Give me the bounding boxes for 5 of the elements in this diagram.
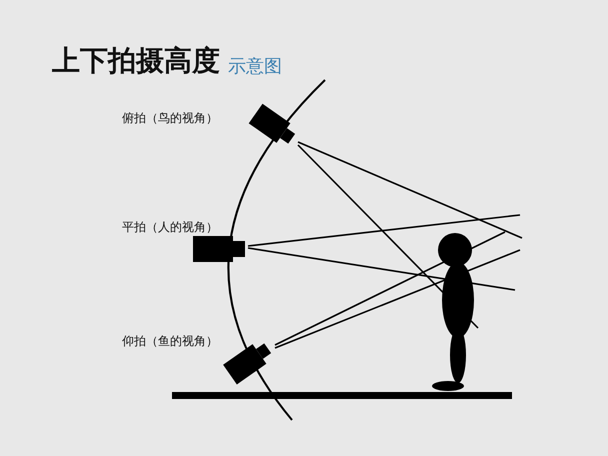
angle-label: 仰拍（鱼的视角）: [122, 333, 218, 350]
title: 上下拍摄高度: [52, 43, 220, 79]
angle-label: 俯拍（鸟的视角）: [122, 110, 218, 127]
subtitle: 示意图: [228, 55, 282, 78]
angle-label: 平拍（人的视角）: [122, 219, 218, 236]
